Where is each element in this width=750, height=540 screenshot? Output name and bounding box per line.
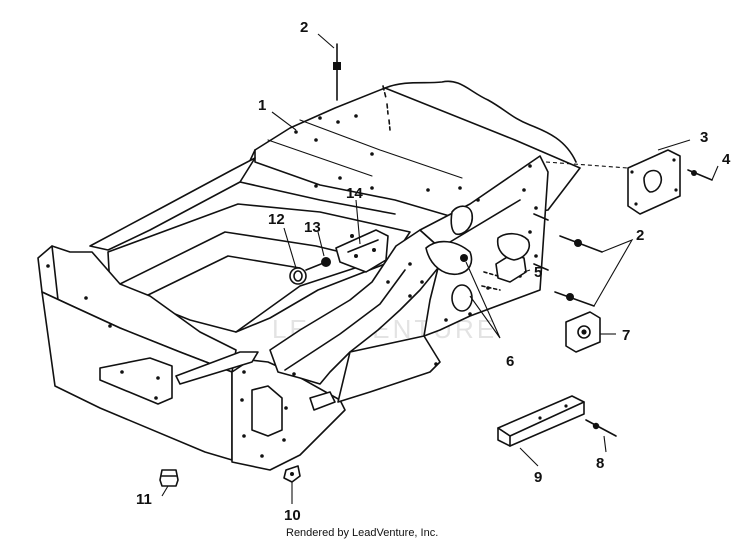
callout-1: 1 <box>258 97 266 114</box>
bracket-part-14 <box>335 229 389 273</box>
callout-3: 3 <box>700 129 708 146</box>
callout-7: 7 <box>622 327 630 344</box>
callout-4: 4 <box>722 151 731 168</box>
nut-part-13 <box>305 257 331 271</box>
callout-6: 6 <box>506 353 514 370</box>
bushing-plate-part-7 <box>565 311 601 353</box>
angle-bracket-part-9 <box>497 395 585 447</box>
callout-12: 12 <box>268 211 285 228</box>
bolt-part-2-top <box>333 43 341 101</box>
callout-5: 5 <box>534 264 542 281</box>
frame-holes <box>46 114 538 458</box>
plug-part-11 <box>159 469 179 487</box>
callout-8: 8 <box>596 455 604 472</box>
callout-13: 13 <box>304 219 321 236</box>
cover-plate-part-5 <box>425 232 530 291</box>
callout-9: 9 <box>534 469 542 486</box>
fitting-part-10 <box>283 465 301 483</box>
callout-2-top: 2 <box>300 19 308 36</box>
screw-part-4 <box>687 169 713 181</box>
callout-14: 14 <box>346 185 363 202</box>
bolt-part-8 <box>585 419 617 437</box>
main-frame <box>37 80 581 471</box>
callout-10: 10 <box>284 507 301 524</box>
callout-11: 11 <box>136 491 152 508</box>
leader-lines <box>161 33 719 504</box>
grommet-part-12 <box>289 267 307 285</box>
rendered-by-footer: Rendered by LeadVenture, Inc. <box>286 527 438 539</box>
bracket-part-3 <box>627 149 681 215</box>
callout-2-right: 2 <box>636 227 644 244</box>
bolts-part-2-right <box>533 213 603 307</box>
